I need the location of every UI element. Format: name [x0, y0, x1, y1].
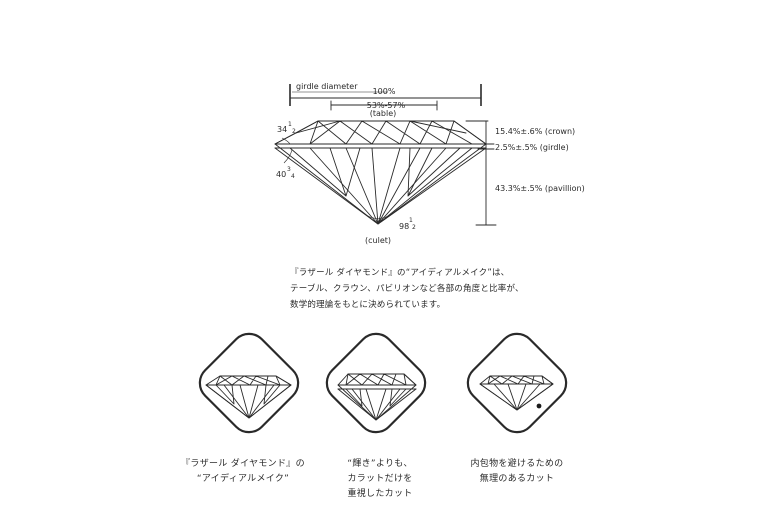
culet-angle-arc: [365, 214, 391, 219]
description-line-1: 『ラザール ダイヤモンド』の“アイディアルメイク”は、: [290, 267, 509, 278]
caption-inclusion-avoiding: 内包物を避けるための 無理のあるカット: [470, 457, 563, 484]
culet-angle-main: 98: [399, 222, 409, 231]
pavilion-angle-frac-num: 3: [287, 166, 291, 173]
description: 『ラザール ダイヤモンド』の“アイディアルメイク”は、 テーブル、クラウン、パビ…: [290, 267, 524, 310]
caption-line: カラットだけを: [347, 473, 412, 484]
pavilion-angle-main: 40: [276, 170, 286, 179]
caption-line: 内包物を避けるための: [470, 457, 563, 469]
pavilion-angle-arc: [283, 149, 293, 164]
inclusion-cut-diamond-icon: [479, 375, 554, 411]
carat-cut-diamond-icon: [337, 373, 417, 421]
pavilion-angle-frac-den: 4: [291, 173, 295, 180]
proportion-diagram: girdle diameter 100% 53%-57% (table) 34 …: [274, 82, 585, 245]
ideal-cut-diamond-icon: [205, 375, 292, 419]
comparison-ideal: [198, 332, 300, 434]
crown-angle-frac-num: 1: [288, 121, 292, 128]
table-range: 53%-57%: [367, 101, 406, 110]
crown-star-facets: [295, 120, 467, 134]
crown-angle-arc: [281, 137, 291, 145]
diamond-outline: [274, 120, 487, 225]
culet-angle-frac-den: 2: [412, 224, 416, 231]
caption-line: 無理のあるカット: [480, 472, 554, 484]
crown-label: 15.4%±.6% (crown): [495, 127, 575, 136]
crown-angle-frac-den: 2: [292, 128, 296, 135]
description-line-2: テーブル、クラウン、パビリオンなど各部の角度と比率が、: [290, 283, 524, 294]
caption-line: “輝き”よりも、: [347, 458, 412, 469]
pavilion-main-facets: [274, 147, 487, 225]
inclusion-dot: [536, 403, 542, 409]
girdle-diameter-label: girdle diameter: [296, 82, 358, 91]
description-line-3: 数学的理論をもとに決められています。: [290, 299, 445, 310]
comparison-inclusion-avoiding: [466, 332, 568, 434]
comparison-frame: [466, 332, 568, 434]
comparison-frame: [325, 332, 427, 434]
diamond-profile: [274, 120, 487, 225]
caption-line: 『ラザール ダイヤモンド』の: [181, 457, 305, 469]
caption-line: “アイディアルメイク”: [197, 472, 289, 484]
girdle-label: 2.5%±.5% (girdle): [495, 143, 569, 152]
caption-ideal: 『ラザール ダイヤモンド』の “アイディアルメイク”: [181, 457, 305, 484]
comparison-carat-focused: [325, 332, 427, 434]
girdle-percent: 100%: [373, 87, 396, 96]
pavilion-lower-facets: [289, 147, 461, 197]
table-label: (table): [370, 109, 397, 118]
crown-facets: [274, 120, 487, 145]
crown-angle-main: 34: [277, 125, 287, 134]
caption-line: 重視したカット: [347, 487, 412, 499]
comparison-frame: [198, 332, 300, 434]
culet-label: (culet): [365, 236, 391, 245]
culet-angle-frac-num: 1: [409, 217, 413, 224]
pavilion-label: 43.3%±.5% (pavillion): [495, 184, 585, 193]
caption-carat-focused: “輝き”よりも、 カラットだけを 重視したカット: [347, 458, 412, 499]
